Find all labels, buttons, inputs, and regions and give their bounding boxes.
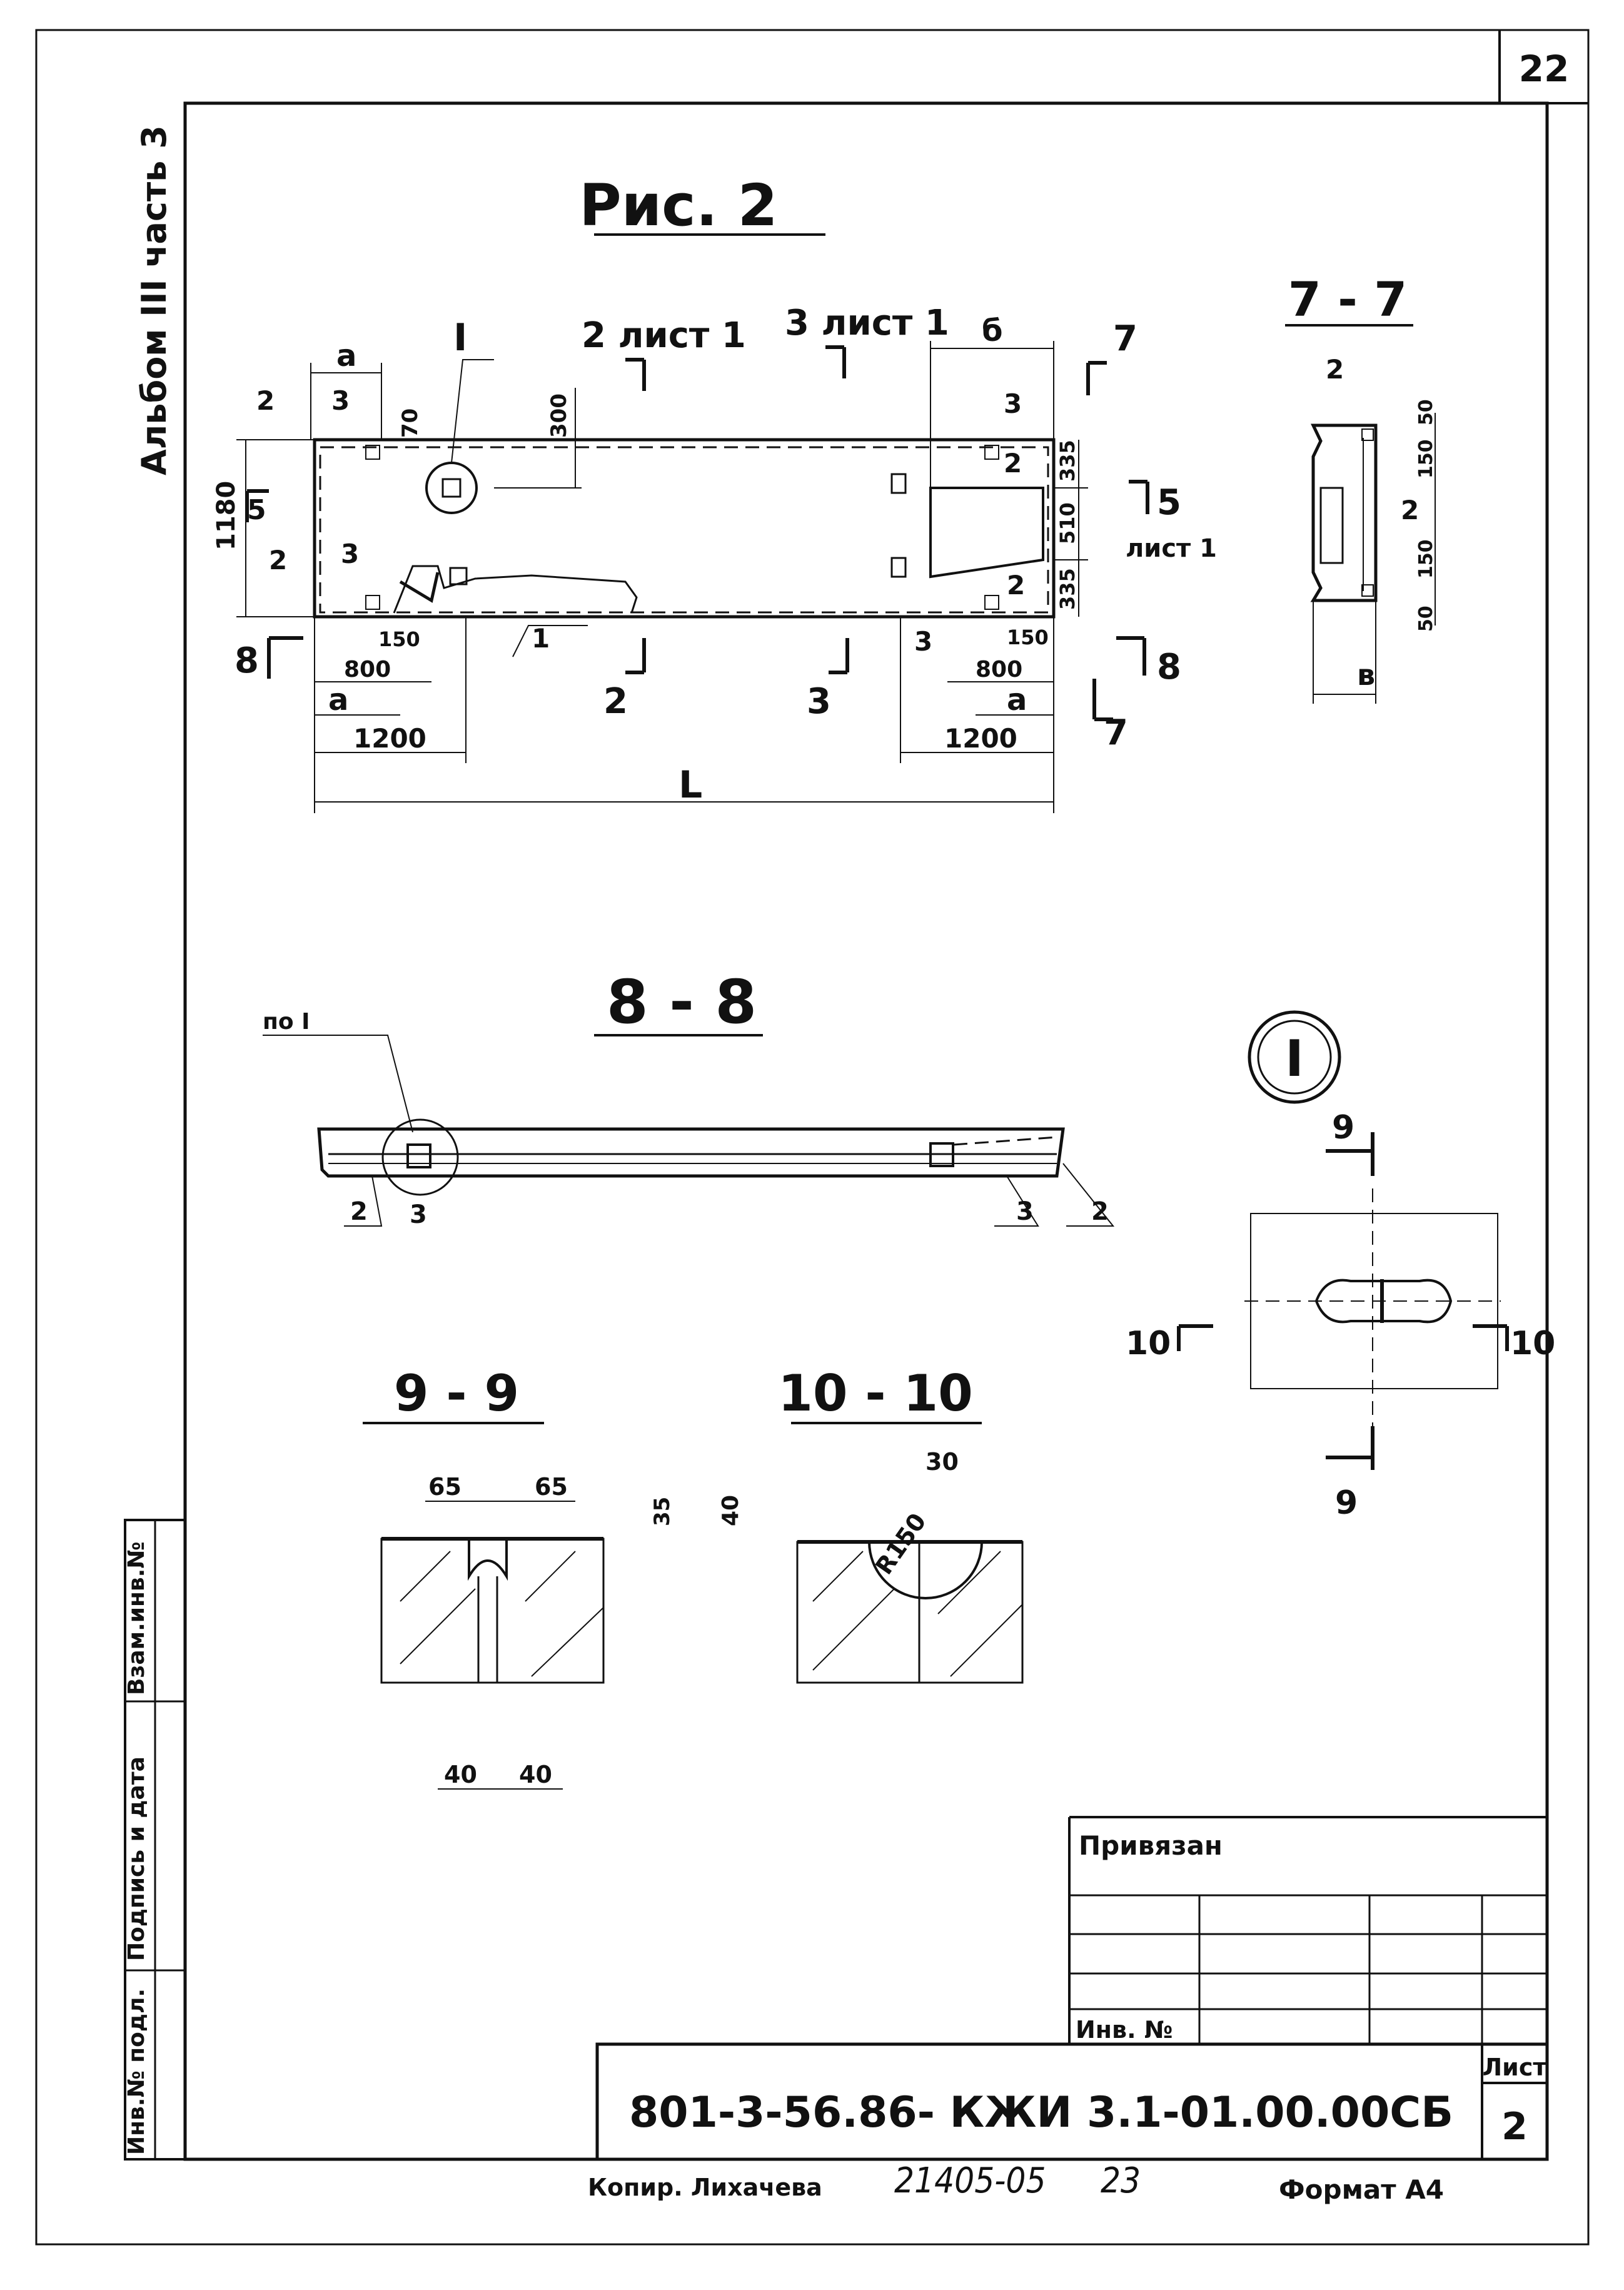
callout-1: 1 [532,623,550,654]
section-5-left: 5 [247,494,266,526]
callout-2a: 2 [256,385,275,416]
sheet-format: Формат А4 [1279,2174,1444,2205]
section-9-9-dim-35: 35 [650,1497,675,1526]
dim-150-left: 150 [378,627,420,651]
section-9-9-dim-40a: 40 [444,1761,477,1788]
detail-i-label: I [1285,1030,1304,1088]
callout-detail-i: I [453,316,467,360]
detail-i-section-9-bottom: 9 [1335,1484,1358,1522]
handwritten-number: 21405-05 [894,2161,1046,2201]
callout-2d: 2 [1007,570,1025,600]
slab-recess [929,487,1044,579]
section-8-right: 8 [1157,647,1181,687]
title-block-sheet-label: Лист [1483,2054,1547,2081]
callout-3b: 3 [341,539,359,569]
section-9-9-dim-65b: 65 [535,1473,568,1501]
dim-510: 510 [1056,502,1079,544]
section-8-left: 8 [235,641,259,681]
section-7-7-dim-b: в [1357,658,1375,692]
title-block-inv: Инв. № [1076,2016,1173,2044]
section-9-9-dim-40b: 40 [519,1761,552,1788]
sheet-frame [35,29,1590,2246]
callout-3c: 3 [1004,388,1022,419]
section-10-10-dim-40: 40 [718,1495,744,1526]
section-10-10-radius: R150 [870,1508,931,1579]
dim-800-left: 800 [344,657,391,682]
side-stamp-inv-podl: Инв.№ подл. [124,1989,149,2155]
callout-2c: 2 [1004,448,1022,479]
section-7-7-dim-50b: 50 [1415,605,1437,632]
album-label: Альбом III часть 3 [134,125,174,475]
section-10-10-dim-30: 30 [925,1448,959,1476]
title-block-designation: 801-3-56.86- КЖИ 3.1-01.00.00СБ [629,2088,1453,2137]
section-7-7-callout-2a: 2 [1326,354,1344,385]
section-7-7-dim-50a: 50 [1415,399,1437,425]
dim-335-top: 335 [1056,440,1079,482]
section-2-top: 2 лист 1 [582,315,746,356]
title-block-linked: Привязан [1079,1830,1223,1861]
section-8-8-note: по I [263,1009,310,1035]
callout-2b: 2 [269,545,287,575]
section-8-8: 8 - 8 по I 2 3 3 2 [263,967,1115,1229]
dim-a-left: a [328,682,348,717]
dim-335-bottom: 335 [1056,568,1079,610]
detail-i-section-9-top: 9 [1332,1109,1354,1147]
figure-title: Рис. 2 [579,172,777,239]
dim-800-right: 800 [976,657,1022,682]
section-5-sheet-ref: лист 1 [1126,534,1217,563]
dim-a-right: a [1007,682,1027,717]
dim-L: L [678,763,702,807]
page-number: 22 [1519,48,1570,90]
slab-outline [313,438,1056,619]
section-8-8-slab [317,1127,1065,1178]
dim-1200-left: 1200 [353,723,426,754]
dim-1180: 1180 [212,481,241,550]
dim-70: 70 [398,408,423,438]
side-stamp-podpis: Подпись и дата [124,1756,149,1961]
section-5-right: 5 [1157,482,1181,523]
detail-i-section-10-left: 10 [1126,1325,1171,1362]
dim-b: б [982,313,1003,348]
dim-300: 300 [547,393,572,438]
section-9-9-title: 9 - 9 [394,1364,519,1422]
section-8-8-title: 8 - 8 [607,967,757,1037]
detail-i-section-10-right: 10 [1510,1325,1555,1362]
side-stamp [124,1519,186,2161]
detail-i-marker [425,462,478,514]
callout-3a: 3 [331,385,350,416]
dim-150-right: 150 [1007,626,1049,649]
section-markers: 2 лист 1 3 лист 1 7 5 лист 1 5 8 8 2 3 7 [235,303,1217,753]
section-8-8-callout-3a: 3 [410,1200,427,1229]
dim-a-top: a [336,338,356,373]
plan-view: 1180 a 70 300 335 510 335 б 800 a 1200 L [212,303,1217,813]
section-7-bottom: 7 [1104,712,1128,753]
section-7-7-callout-2b: 2 [1401,495,1419,525]
section-9-9-dim-65a: 65 [428,1473,461,1501]
detail-i: I 9 9 10 10 [1126,1010,1555,1522]
section-3-bottom: 3 [807,681,831,722]
section-7-top: 7 [1113,318,1137,359]
copied-by: Копир. Лихачева [588,2174,822,2201]
title-block [595,1816,1549,2161]
section-3-top: 3 лист 1 [785,303,949,343]
section-7-7-dim-150b: 150 [1415,539,1437,579]
handwritten-number-2: 23 [1101,2161,1141,2201]
section-7-7-dim-150a: 150 [1415,439,1437,479]
section-7-7: 7 - 7 2 2 50 150 150 50 в [1285,271,1437,704]
callout-3d: 3 [914,626,932,657]
section-8-8-callout-2a: 2 [350,1197,368,1226]
section-10-10: 10 - 10 40 30 R150 [718,1364,1024,1684]
section-7-7-title: 7 - 7 [1288,271,1407,327]
section-2-bottom: 2 [603,681,628,722]
section-10-10-title: 10 - 10 [778,1364,973,1422]
side-stamp-vzam: Взам.инв.№ [124,1541,149,1695]
title-block-sheet-number: 2 [1501,2105,1528,2149]
section-9-9: 9 - 9 65 65 35 40 40 [363,1364,675,1790]
section-8-8-callout-3b: 3 [1016,1197,1034,1226]
dim-1200-right: 1200 [944,723,1017,754]
